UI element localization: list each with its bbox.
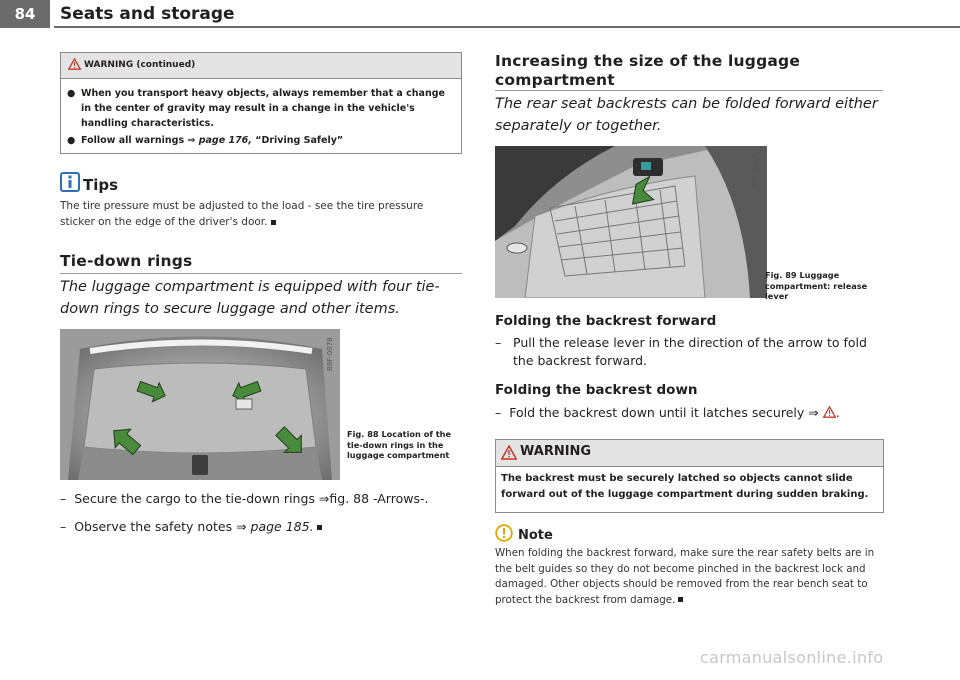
note-text-content: When folding the backrest forward, make … xyxy=(495,547,875,606)
warning-box: WARNING The backrest must be securely la… xyxy=(495,439,884,513)
warning-triangle-icon xyxy=(68,58,81,70)
bullet-icon: ● xyxy=(67,135,76,146)
dash-icon: – xyxy=(60,491,67,506)
end-mark-icon xyxy=(316,525,322,530)
fold-forward-heading: Folding the backrest forward xyxy=(495,313,717,329)
section-title: Seats and storage xyxy=(60,4,235,24)
fold-down-text: Fold the backrest down until it latches … xyxy=(509,405,805,420)
step-1-text: Secure the cargo to the tie-down rings xyxy=(74,491,315,506)
fig-88-ref[interactable]: fig. 88 -Arrows-. xyxy=(329,491,429,506)
fold-down-heading: Folding the backrest down xyxy=(495,382,698,398)
note-icon xyxy=(495,524,513,542)
tie-down-intro: The luggage compartment is equipped with… xyxy=(60,279,440,317)
cross-ref-link[interactable]: page 176, xyxy=(198,135,252,146)
tips-text: The tire pressure must be adjusted to th… xyxy=(60,198,460,230)
cross-ref-arrow-icon: ⇒ xyxy=(187,135,196,146)
cross-ref-title: “Driving Safely” xyxy=(255,135,344,146)
page-185-ref[interactable]: page 185. xyxy=(250,519,314,534)
heading-rule xyxy=(60,273,462,274)
warning-label: WARNING xyxy=(520,444,592,459)
warning-text: The backrest must be securely latched so… xyxy=(501,473,869,500)
cross-ref-arrow-icon: ⇒ xyxy=(808,405,819,420)
warning-header: WARNING xyxy=(496,440,883,467)
figure-89-caption: Fig. 89 Luggage compartment: release lev… xyxy=(765,270,868,301)
heading-rule xyxy=(495,90,883,91)
warning-bullet-2-text: Follow all warnings xyxy=(81,135,185,146)
bullet-icon: ● xyxy=(67,88,76,99)
figure-88-image xyxy=(60,329,340,480)
warning-bullet-1: When you transport heavy objects, always… xyxy=(81,88,445,129)
end-mark-icon xyxy=(678,597,684,602)
dash-icon: – xyxy=(60,519,67,534)
note-text: When folding the backrest forward, make … xyxy=(495,546,890,608)
dash-icon: – xyxy=(495,405,502,420)
increase-heading-line2: compartment xyxy=(495,71,615,89)
tips-title: Tips xyxy=(83,176,119,194)
warning-bullet-2: Follow all warnings ⇒ page 176, “Driving… xyxy=(81,133,455,148)
warning-triangle-icon[interactable] xyxy=(822,405,837,418)
figure-89-code: B8F-0013 xyxy=(751,154,759,188)
cross-ref-arrow-icon: ⇒ xyxy=(236,519,247,534)
tie-down-heading: Tie-down rings xyxy=(60,252,193,270)
note-title: Note xyxy=(518,528,553,543)
fold-forward-text: Pull the release lever in the direction … xyxy=(513,335,867,368)
fold-down-step: – Fold the backrest down until it latche… xyxy=(495,405,840,420)
page-number: 84 xyxy=(0,0,50,28)
header-rule xyxy=(54,26,960,28)
end-mark-icon xyxy=(270,219,276,225)
warning-triangle-icon xyxy=(501,445,517,460)
warning-header: WARNING (continued) xyxy=(61,53,461,79)
figure-89-image xyxy=(495,146,767,299)
step-2-text: Observe the safety notes xyxy=(74,519,233,534)
figure-88-code: B8F-0078 xyxy=(326,337,334,371)
tie-down-step-2: – Observe the safety notes ⇒ page 185. xyxy=(60,518,470,536)
tie-down-step-1: – Secure the cargo to the tie-down rings… xyxy=(60,490,470,508)
warning-label: WARNING (continued) xyxy=(84,60,196,70)
info-icon xyxy=(60,172,80,192)
warning-continued-box: WARNING (continued) ● When you transport… xyxy=(60,52,462,154)
figure-88-caption: Fig. 88 Location of the tie-down rings i… xyxy=(347,429,452,460)
tips-text-content: The tire pressure must be adjusted to th… xyxy=(60,200,424,228)
dash-icon: – xyxy=(495,335,502,350)
increase-intro: The rear seat backrests can be folded fo… xyxy=(495,96,878,134)
increase-heading-line1: Increasing the size of the luggage xyxy=(495,52,801,70)
cross-ref-arrow-icon: ⇒ xyxy=(318,491,330,506)
watermark: carmanualsonline.info xyxy=(700,648,884,667)
